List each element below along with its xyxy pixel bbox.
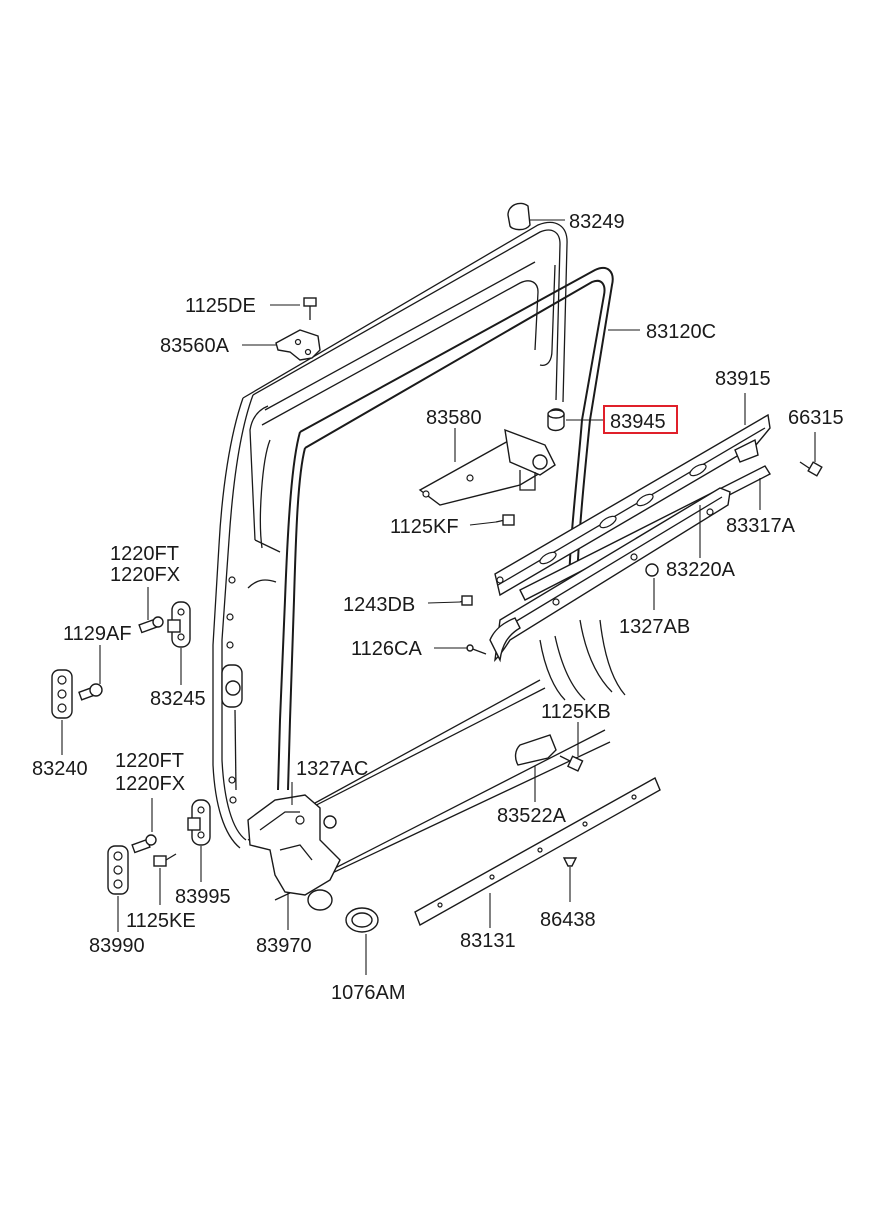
label-1125de: 1125DE xyxy=(185,295,256,317)
part-83240-plate xyxy=(51,669,73,719)
clip-86438 xyxy=(562,857,578,867)
label-83245: 83245 xyxy=(150,688,206,710)
label-83970: 83970 xyxy=(256,935,312,957)
part-83915-rail xyxy=(494,413,771,597)
label-1220ft-b: 1220FT xyxy=(115,750,184,772)
part-83995-plate xyxy=(187,799,211,846)
part-83249-cap xyxy=(507,202,531,231)
door-outer-panel xyxy=(212,221,626,901)
label-1076am: 1076AM xyxy=(331,982,406,1004)
nut-1327ac xyxy=(323,815,337,829)
bolt-66315 xyxy=(799,461,823,477)
bolt-1125ke xyxy=(153,853,177,867)
label-83560a: 83560A xyxy=(160,335,230,357)
part-83560a-bracket xyxy=(275,329,321,361)
label-83240: 83240 xyxy=(32,758,88,780)
label-83990: 83990 xyxy=(89,935,145,957)
bolt-1129af xyxy=(78,683,103,701)
label-83249: 83249 xyxy=(569,211,625,233)
bolt-1125de xyxy=(303,297,317,320)
part-83522a-cover xyxy=(514,734,557,766)
highlight-box-83945 xyxy=(603,405,678,434)
nut-1327ab xyxy=(645,563,659,577)
bolt-1243db xyxy=(459,595,473,606)
label-83915: 83915 xyxy=(715,368,771,390)
label-83120c: 83120C xyxy=(646,321,716,343)
part-83220a-roller-rail xyxy=(489,487,731,663)
label-1327ac: 1327AC xyxy=(296,758,368,780)
label-83995: 83995 xyxy=(175,886,231,908)
part-83970-hinge xyxy=(247,794,341,911)
label-1125kf: 1125KF xyxy=(390,516,459,538)
leader-lines xyxy=(61,219,816,975)
label-1327ab: 1327AB xyxy=(619,616,690,638)
label-83220a: 83220A xyxy=(666,559,736,581)
part-83990-plate xyxy=(107,845,129,895)
screw-1126ca xyxy=(466,644,487,655)
screw-1220ft-a xyxy=(138,616,164,634)
part-83131-scuff xyxy=(414,777,661,927)
part-83245-plate xyxy=(167,601,191,648)
screw-1220ft-b xyxy=(131,834,157,854)
label-1125ke: 1125KE xyxy=(126,910,196,932)
part-83945-stopper xyxy=(547,408,565,432)
label-83945: 83945 xyxy=(610,411,666,433)
label-1220fx-b: 1220FX xyxy=(115,773,185,795)
label-1125kb: 1125KB xyxy=(541,701,611,723)
label-1220ft-a: 1220FT xyxy=(110,543,179,565)
label-83131: 83131 xyxy=(460,930,516,952)
label-1129af: 1129AF xyxy=(63,623,132,645)
label-86438: 86438 xyxy=(540,909,596,931)
bolt-1125kb xyxy=(559,755,584,772)
label-1243db: 1243DB xyxy=(343,594,415,616)
label-83522a: 83522A xyxy=(497,805,567,827)
part-1076am-grommet xyxy=(345,907,379,933)
part-83580-bracket xyxy=(418,428,556,506)
label-1126ca: 1126CA xyxy=(351,638,422,660)
label-66315: 66315 xyxy=(788,407,844,429)
label-83580: 83580 xyxy=(426,407,482,429)
label-1220fx-a: 1220FX xyxy=(110,564,180,586)
bolt-1125kf xyxy=(495,514,515,526)
label-83317a: 83317A xyxy=(726,515,796,537)
